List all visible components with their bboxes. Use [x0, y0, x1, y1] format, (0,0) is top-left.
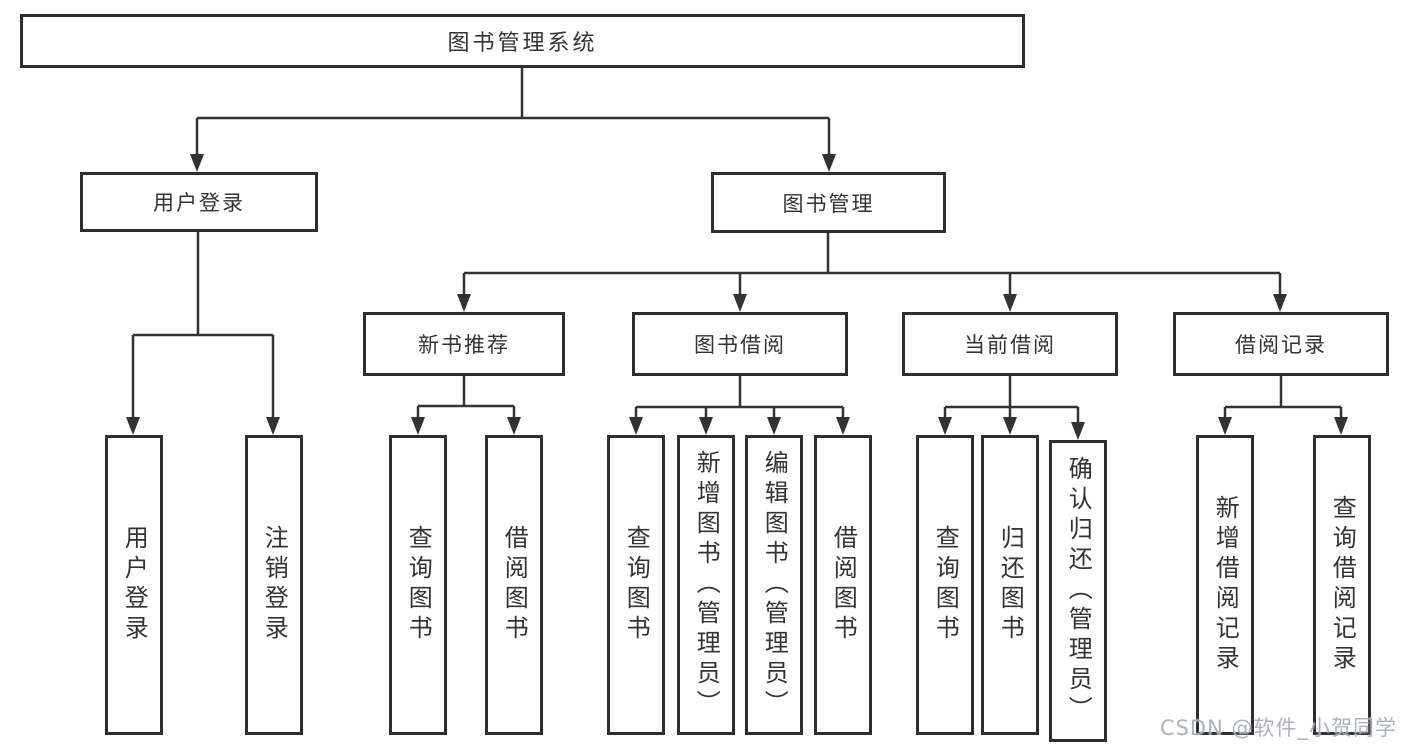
- node-book-management: 图书管理: [711, 172, 946, 233]
- csdn-watermark: CSDN @软件_小贺同学: [1159, 716, 1397, 740]
- node-user-login: 用户登录: [80, 172, 318, 232]
- node-borrowing-records: 借阅记录: [1173, 312, 1389, 376]
- node-label: 当前借阅: [964, 333, 1056, 357]
- node-new-book-recommendation: 新书推荐: [363, 312, 565, 376]
- node-label: 用户登录: [153, 191, 245, 215]
- node-label: 用户登录: [120, 525, 149, 645]
- node-label: 借阅图书: [500, 525, 529, 645]
- node-library-management-system: 图书管理系统: [20, 14, 1025, 68]
- leaf-query-borrow-record: 查询借阅记录: [1313, 435, 1371, 735]
- node-label: 确认归还（管理员）: [1064, 456, 1093, 726]
- leaf-query-books: 查询图书: [389, 435, 447, 735]
- node-label: 图书管理系统: [447, 31, 598, 56]
- node-book-borrowing: 图书借阅: [632, 312, 848, 376]
- node-label: 注销登录: [260, 525, 289, 645]
- leaf-user-login: 用户登录: [105, 435, 163, 735]
- node-label: 编辑图书（管理员）: [760, 450, 789, 720]
- node-label: 查询图书: [931, 525, 960, 645]
- node-label: 新书推荐: [418, 333, 510, 357]
- leaf-add-borrow-record: 新增借阅记录: [1196, 435, 1254, 735]
- node-current-borrowing: 当前借阅: [902, 312, 1118, 376]
- node-label: 图书管理: [782, 191, 875, 216]
- leaf-confirm-return-admin: 确认归还（管理员）: [1049, 440, 1107, 742]
- leaf-return-books: 归还图书: [981, 435, 1039, 735]
- leaf-borrow-books: 借阅图书: [485, 435, 543, 735]
- connector-lines: [131, 68, 1343, 423]
- node-label: 查询图书: [622, 525, 651, 645]
- leaf-logout: 注销登录: [245, 435, 303, 735]
- node-label: 归还图书: [996, 525, 1025, 645]
- arrowhead-icons: [126, 154, 1348, 440]
- node-label: 新增借阅记录: [1211, 495, 1240, 675]
- node-label: 借阅图书: [829, 525, 858, 645]
- node-label: 借阅记录: [1235, 333, 1327, 357]
- node-label: 新增图书（管理员）: [692, 450, 721, 720]
- leaf-borrow-books: 借阅图书: [814, 435, 872, 735]
- leaf-query-books: 查询图书: [916, 435, 974, 735]
- leaf-edit-books-admin: 编辑图书（管理员）: [745, 435, 803, 735]
- node-label: 图书借阅: [694, 333, 786, 357]
- node-label: 查询借阅记录: [1328, 495, 1357, 675]
- leaf-add-books-admin: 新增图书（管理员）: [677, 435, 735, 735]
- leaf-query-books: 查询图书: [607, 435, 665, 735]
- node-label: 查询图书: [404, 525, 433, 645]
